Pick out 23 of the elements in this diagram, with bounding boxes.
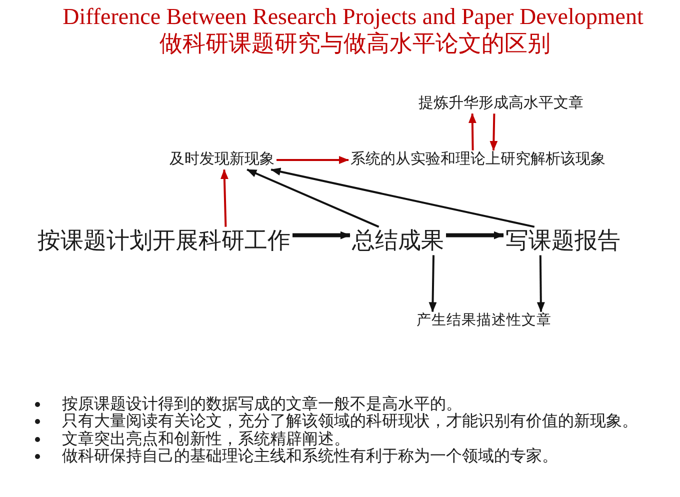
- arrow: [246, 168, 380, 228]
- step-text: 按课题计划开展科研工作: [36, 226, 292, 256]
- bullet-text: 做科研保持自己的基础理论主线和系统性有利于称为一个领域的专家。: [62, 448, 558, 465]
- arrow: [536, 255, 545, 312]
- arrow: [428, 255, 437, 312]
- step-text: 提炼升华形成高水平文章: [416, 94, 586, 114]
- arrow: [446, 231, 504, 240]
- arrow: [276, 156, 349, 164]
- step-text: 写课题报告: [504, 226, 622, 256]
- title: Difference Between Research Projects and Paper Development: [62, 4, 644, 30]
- step-text: 系统的从实验和理论上研究解析该现象: [348, 150, 608, 170]
- bullet-text: 文章突出亮点和创新性，系统精辟阐述。: [62, 430, 350, 448]
- subtitle: 做科研课题研究与做高水平论文的区别: [160, 30, 550, 58]
- arrow: [292, 231, 350, 240]
- arrow: [490, 114, 498, 151]
- bullet-text: 只有大量阅读有关论文，充分了解该领域的科研现状，才能识别有价值的新现象。: [62, 413, 638, 430]
- bullet-text: 按原课题设计得到的数据写成的文章一般不是高水平的。: [62, 396, 462, 412]
- step-text: 及时发现新现象: [168, 150, 276, 170]
- arrow: [270, 168, 535, 228]
- step-text: 产生结果描述性文章: [414, 312, 554, 330]
- arrow: [468, 113, 476, 150]
- step-text: 总结成果: [350, 226, 446, 256]
- arrow: [220, 169, 228, 227]
